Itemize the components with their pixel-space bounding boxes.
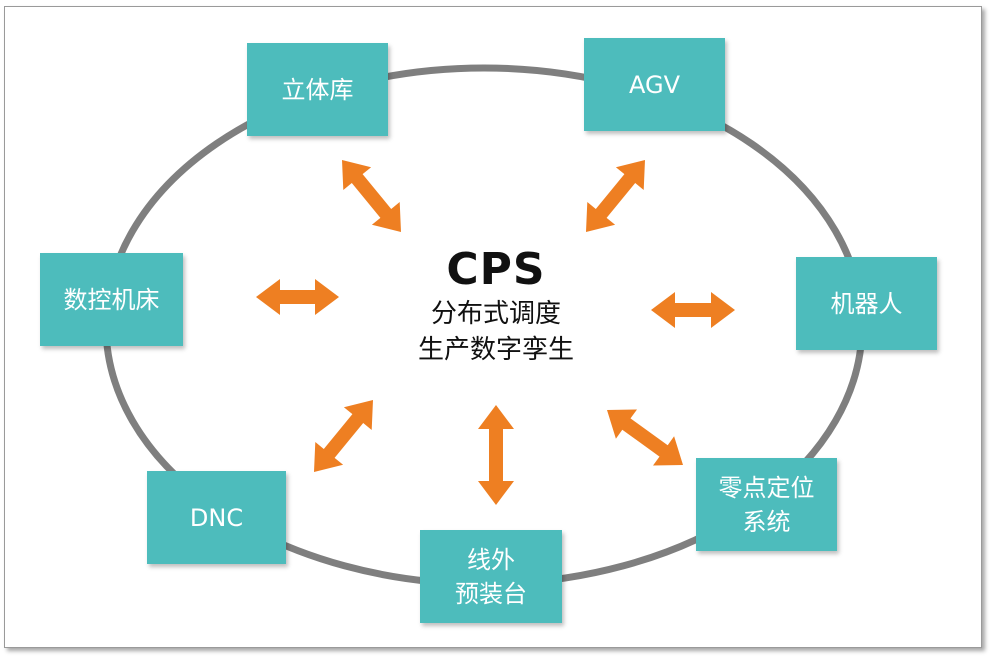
arrow-robot bbox=[651, 292, 735, 328]
arrow-cnc bbox=[256, 279, 339, 315]
node-preassembly-line2: 预装台 bbox=[455, 579, 527, 608]
node-zero-point-line2: 系统 bbox=[742, 507, 791, 536]
arrow-preassembly bbox=[478, 405, 514, 505]
node-preassembly-line1: 线外 bbox=[467, 545, 515, 574]
arrow-warehouse bbox=[342, 160, 401, 232]
node-warehouse: 立体库 bbox=[247, 43, 388, 136]
arrow-dnc bbox=[314, 400, 373, 472]
node-dnc: DNC bbox=[147, 471, 286, 564]
node-cnc-label: 数控机床 bbox=[63, 285, 160, 314]
arrow-agv bbox=[586, 160, 645, 232]
node-agv: AGV bbox=[584, 38, 725, 131]
center-title: CPS bbox=[446, 244, 546, 295]
node-agv-label: AGV bbox=[628, 70, 680, 99]
node-dnc-label: DNC bbox=[189, 503, 244, 532]
center-line-2: 生产数字孪生 bbox=[417, 335, 574, 365]
arrows-group bbox=[256, 160, 735, 505]
arrow-zero-point bbox=[607, 409, 683, 466]
node-robot: 机器人 bbox=[796, 257, 937, 350]
node-zero-point-line1: 零点定位 bbox=[718, 473, 815, 502]
center-line-1: 分布式调度 bbox=[430, 299, 561, 329]
node-cnc: 数控机床 bbox=[40, 253, 183, 346]
node-warehouse-label: 立体库 bbox=[281, 75, 354, 104]
node-preassembly: 线外 预装台 bbox=[420, 530, 562, 623]
node-robot-label: 机器人 bbox=[830, 289, 903, 318]
center-block: CPS 分布式调度 生产数字孪生 bbox=[386, 244, 606, 368]
node-zero-point: 零点定位 系统 bbox=[696, 458, 837, 551]
